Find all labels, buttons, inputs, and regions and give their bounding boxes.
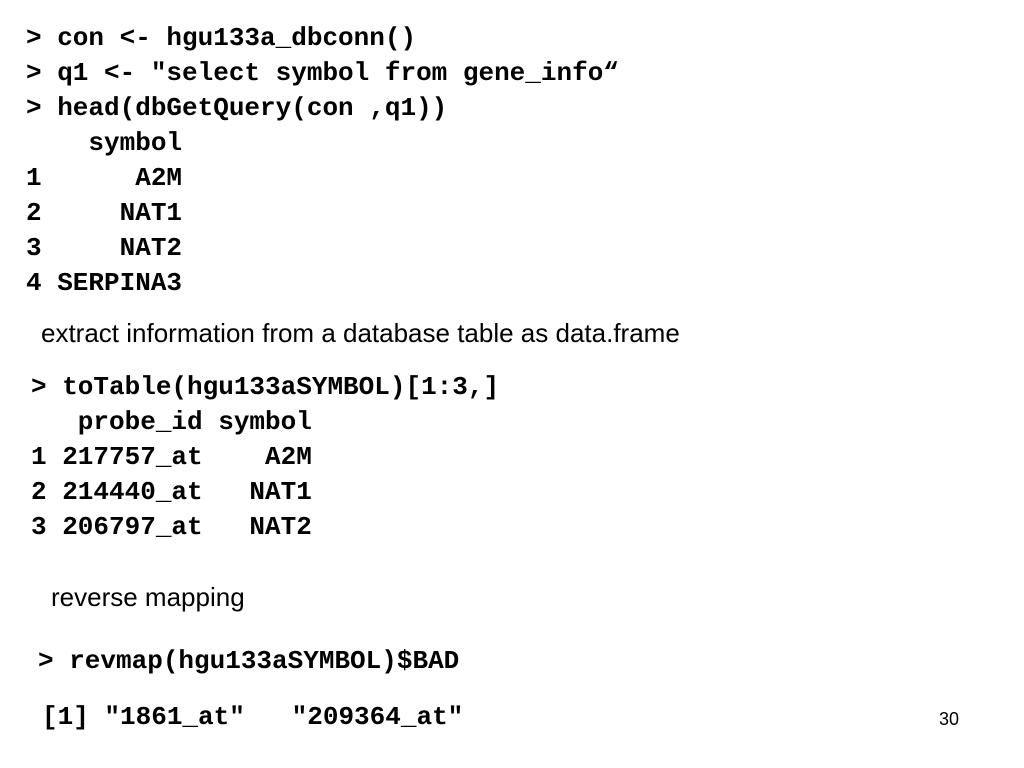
- output-row: 4 SERPINA3: [26, 268, 183, 298]
- code-block-revmap: > revmap(hgu133aSYMBOL)$BAD: [38, 644, 459, 679]
- output-row: 1 A2M: [26, 163, 183, 193]
- code-line: > head(dbGetQuery(con ,q1)): [26, 93, 448, 123]
- output-row: 1 217757_at A2M: [31, 442, 312, 472]
- caption-reverse-mapping: reverse mapping: [51, 582, 245, 612]
- code-line: > revmap(hgu133aSYMBOL)$BAD: [38, 646, 460, 676]
- code-line: > con <- hgu133a_dbconn(): [26, 23, 417, 53]
- output-header-line: probe_id symbol: [31, 407, 312, 437]
- output-row: 2 NAT1: [26, 198, 183, 228]
- output-header-line: symbol: [26, 128, 183, 158]
- output-row: 3 206797_at NAT2: [31, 512, 312, 542]
- code-block-revmap-output: [1] "1861_at" "209364_at": [42, 700, 463, 735]
- code-block-dbquery: > con <- hgu133a_dbconn() > q1 <- "select…: [26, 21, 619, 301]
- output-row: 2 214440_at NAT1: [31, 477, 312, 507]
- output-row: 3 NAT2: [26, 233, 183, 263]
- code-block-totable: > toTable(hgu133aSYMBOL)[1:3,] probe_id …: [31, 370, 499, 545]
- code-line: > toTable(hgu133aSYMBOL)[1:3,]: [31, 372, 500, 402]
- output-row: [1] "1861_at" "209364_at": [42, 702, 464, 732]
- slide-number: 30: [939, 709, 960, 729]
- caption-data-frame: extract information from a database tabl…: [41, 318, 680, 348]
- code-line: > q1 <- "select symbol from gene_info“: [26, 58, 619, 88]
